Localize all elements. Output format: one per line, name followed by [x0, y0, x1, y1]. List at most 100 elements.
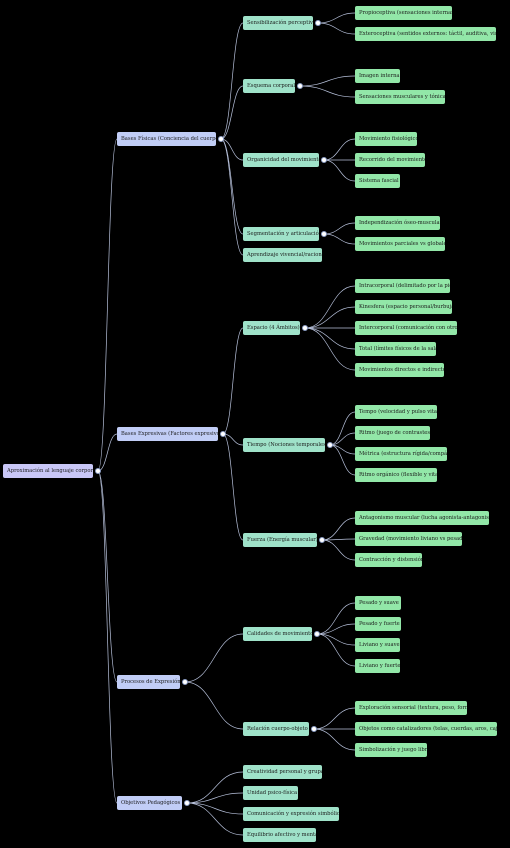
topic-node-equilibrio[interactable]: Equilibrio afectivo y mental	[243, 828, 316, 842]
connector-line	[317, 22, 356, 35]
leaf-node[interactable]: Contracción y distensión	[355, 553, 422, 567]
branch-node-procesos-expresion[interactable]: Procesos de Expresión	[117, 675, 180, 689]
topic-node-organicidad[interactable]: Organicidad del movimiento	[243, 153, 319, 167]
topic-node-espacio[interactable]: Espacio (4 Ámbitos)	[243, 321, 300, 335]
leaf-node[interactable]: Pesado y fuerte	[355, 617, 401, 631]
leaf-node[interactable]: Intercorporal (comunicación con otros)	[355, 321, 457, 335]
connector-line	[184, 633, 244, 683]
root-node[interactable]: Aproximación al lenguaje corporal	[3, 464, 93, 478]
connector-line	[313, 728, 356, 751]
branch-node-bases-fisicas[interactable]: Bases Físicas (Conciencia del cuerpo)	[117, 132, 216, 146]
connector-line	[304, 327, 356, 371]
connector-line	[186, 802, 244, 815]
connector-line	[323, 233, 356, 245]
branch-node-bases-expresivas[interactable]: Bases Expresivas (Factores expresivos)	[117, 427, 218, 441]
leaf-node[interactable]: Kinesfera (espacio personal/burbuja)	[355, 300, 452, 314]
leaf-node[interactable]: Métrica (estructura rígida/compás)	[355, 447, 447, 461]
connector-line	[299, 75, 356, 87]
expand-toggle[interactable]	[297, 83, 303, 89]
leaf-node[interactable]: Sistema fascial	[355, 174, 400, 188]
branch-node-objetivos-pedagogicos[interactable]: Objetivos Pedagógicos	[117, 796, 182, 810]
connector-line	[220, 85, 244, 140]
topic-node-esquema-corporal[interactable]: Esquema corporal	[243, 79, 295, 93]
connector-line	[97, 433, 118, 472]
connector-line	[186, 792, 244, 804]
leaf-node[interactable]: Movimientos directos e indirectos	[355, 363, 444, 377]
leaf-node[interactable]: Independización óseo-muscular	[355, 216, 440, 230]
connector-line	[304, 285, 356, 329]
leaf-node[interactable]: Gravedad (movimiento liviano vs pesado)	[355, 532, 462, 546]
connector-line	[313, 707, 356, 730]
topic-node-calidades[interactable]: Calidades de movimiento	[243, 627, 312, 641]
connector-line	[222, 433, 244, 541]
topic-node-unidad-psicofisica[interactable]: Unidad psico-física	[243, 786, 298, 800]
expand-toggle[interactable]	[321, 157, 327, 163]
leaf-node[interactable]: Imagen interna	[355, 69, 400, 83]
topic-node-sensibilizacion[interactable]: Sensibilización perceptiva	[243, 16, 313, 30]
connector-line	[299, 85, 356, 98]
leaf-node[interactable]: Ritmo orgánico (flexible y vital)	[355, 468, 437, 482]
connector-line	[329, 432, 356, 446]
leaf-node[interactable]: Propioceptiva (sensaciones internas)	[355, 6, 452, 20]
connector-line	[97, 470, 118, 683]
leaf-node[interactable]: Tempo (velocidad y pulso vital)	[355, 405, 437, 419]
leaf-node[interactable]: Movimientos parciales vs globales	[355, 237, 445, 251]
leaf-node[interactable]: Liviano y suave	[355, 638, 400, 652]
expand-toggle[interactable]	[95, 468, 101, 474]
connector-line	[329, 411, 356, 446]
leaf-node[interactable]: Ritmo (juego de contrastes)	[355, 426, 430, 440]
expand-toggle[interactable]	[327, 442, 333, 448]
topic-node-aprendizaje[interactable]: Aprendizaje vivencial/racional	[243, 248, 322, 262]
expand-toggle[interactable]	[311, 726, 317, 732]
leaf-node[interactable]: Exteroceptiva (sentidos externos: táctil…	[355, 27, 496, 41]
expand-toggle[interactable]	[184, 800, 190, 806]
expand-toggle[interactable]	[314, 631, 320, 637]
topic-node-segmentacion[interactable]: Segmentación y articulación	[243, 227, 319, 241]
topic-node-creatividad[interactable]: Creatividad personal y grupal	[243, 765, 322, 779]
topic-node-relacion-cuerpo-objeto[interactable]: Relación cuerpo-objeto	[243, 722, 309, 736]
connector-line	[323, 222, 356, 235]
leaf-node[interactable]: Movimiento fisiológico	[355, 132, 417, 146]
expand-toggle[interactable]	[220, 431, 226, 437]
connector-line	[321, 538, 356, 541]
connector-line	[186, 802, 244, 836]
connector-line	[321, 517, 356, 541]
connector-line	[220, 22, 244, 140]
connector-line	[323, 138, 356, 161]
leaf-node[interactable]: Liviano y fuerte	[355, 659, 400, 673]
leaf-node[interactable]: Sensaciones musculares y tónicas	[355, 90, 445, 104]
topic-node-comunicacion[interactable]: Comunicación y expresión simbólica	[243, 807, 339, 821]
connector-line	[316, 633, 356, 667]
connector-line	[316, 633, 356, 646]
connector-line	[317, 12, 356, 24]
connector-line	[323, 159, 356, 182]
connector-line	[97, 138, 118, 472]
leaf-node[interactable]: Simbolización y juego libre	[355, 743, 427, 757]
connector-line	[220, 138, 244, 256]
connector-line	[97, 470, 118, 804]
connector-line	[186, 771, 244, 804]
topic-node-tiempo[interactable]: Tiempo (Nociones temporales)	[243, 438, 325, 452]
expand-toggle[interactable]	[302, 325, 308, 331]
leaf-node[interactable]: Objetos como catalizadores (telas, cuerd…	[355, 722, 497, 736]
leaf-node[interactable]: Total (límites físicos de la sala)	[355, 342, 436, 356]
connector-line	[316, 602, 356, 635]
expand-toggle[interactable]	[321, 231, 327, 237]
leaf-node[interactable]: Recorrido del movimiento	[355, 153, 425, 167]
expand-toggle[interactable]	[315, 20, 321, 26]
connector-line	[304, 327, 356, 350]
expand-toggle[interactable]	[218, 136, 224, 142]
leaf-node[interactable]: Antagonismo muscular (lucha agonista-ant…	[355, 511, 489, 525]
leaf-node[interactable]: Exploración sensorial (textura, peso, fo…	[355, 701, 467, 715]
connector-line	[222, 327, 244, 435]
leaf-node[interactable]: Intracorporal (delimitado por la piel)	[355, 279, 450, 293]
connector-line	[316, 623, 356, 635]
connector-line	[222, 433, 244, 446]
leaf-node[interactable]: Pesado y suave	[355, 596, 401, 610]
connector-line	[321, 539, 356, 561]
expand-toggle[interactable]	[182, 679, 188, 685]
expand-toggle[interactable]	[319, 537, 325, 543]
topic-node-fuerza[interactable]: Fuerza (Energía muscular)	[243, 533, 317, 547]
connector-line	[220, 138, 244, 235]
